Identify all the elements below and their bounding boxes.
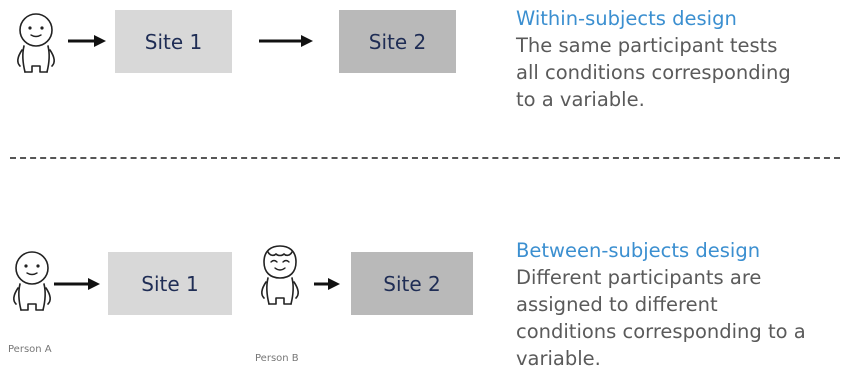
- section-divider: [10, 157, 840, 159]
- between-site-1-label: Site 1: [141, 271, 199, 296]
- arrow-right-icon: [259, 35, 313, 47]
- between-line-4: variable.: [516, 347, 601, 370]
- arrow-right-icon: [68, 35, 106, 47]
- between-line-1: Different participants are: [516, 266, 762, 289]
- between-site-2-box: Site 2: [351, 252, 473, 315]
- site-1-box: Site 1: [115, 10, 232, 73]
- arrow-right-icon: [54, 278, 100, 290]
- person-icon: [261, 245, 299, 305]
- within-line-1: The same participant tests: [516, 34, 778, 57]
- person-icon: [17, 13, 55, 73]
- arrow-right-icon: [314, 278, 340, 290]
- site-2-box: Site 2: [339, 10, 456, 73]
- within-title: Within-subjects design: [516, 7, 737, 30]
- site-2-label: Site 2: [368, 29, 427, 54]
- person-a-label: Person A: [8, 344, 52, 355]
- person-icon: [13, 251, 51, 311]
- between-site-2-label: Site 2: [383, 271, 441, 296]
- between-description: Between-subjects design Different partic…: [516, 237, 806, 372]
- between-line-3: conditions corresponding to a: [516, 320, 806, 343]
- site-1-label: Site 1: [144, 29, 203, 54]
- between-site-1-box: Site 1: [108, 252, 232, 315]
- within-description: Within-subjects design The same particip…: [516, 5, 791, 113]
- person-b-label: Person B: [255, 353, 299, 364]
- within-line-3: to a variable.: [516, 88, 645, 111]
- between-line-2: assigned to different: [516, 293, 718, 316]
- within-line-2: all conditions corresponding: [516, 61, 791, 84]
- between-title: Between-subjects design: [516, 239, 761, 262]
